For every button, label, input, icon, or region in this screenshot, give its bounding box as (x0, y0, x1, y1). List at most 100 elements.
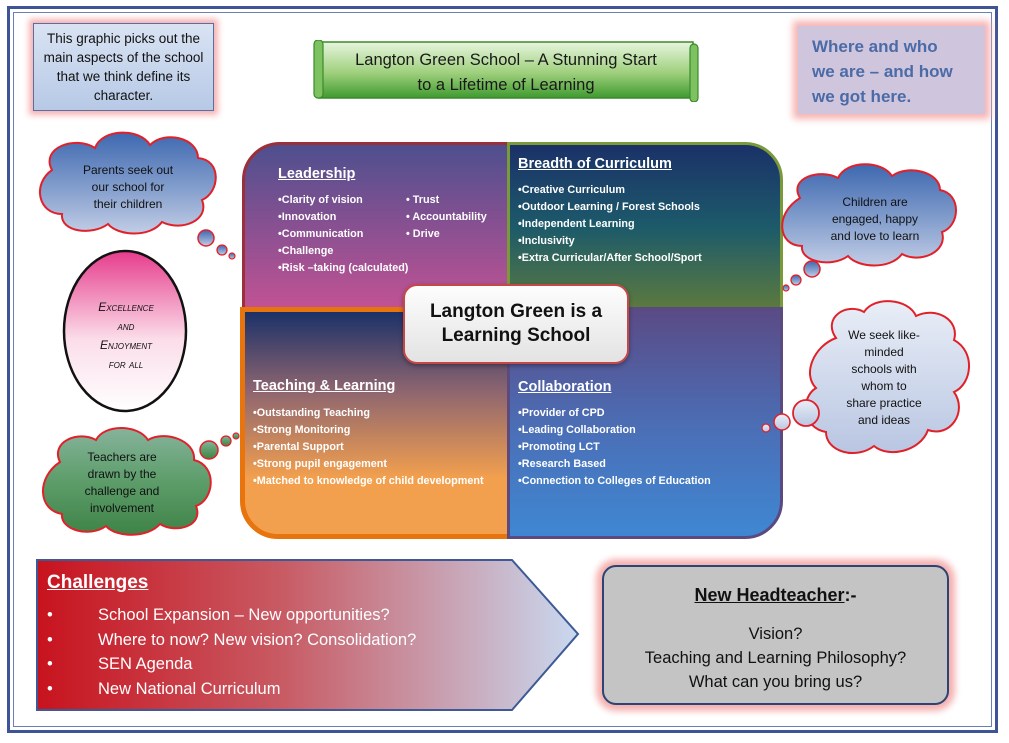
center-line2: Learning School (441, 325, 591, 346)
where-note-line2: we are – and how (812, 62, 953, 81)
collaboration-item: •Promoting LCT (518, 441, 600, 453)
children-cloud-line: engaged, happy (831, 212, 919, 226)
title-line1: Langton Green School – A Stunning Start (355, 51, 657, 69)
motto-line: Enjoyment (99, 338, 152, 352)
leadership-item: •Risk –taking (calculated) (278, 262, 409, 274)
breadth-item: •Extra Curricular/After School/Sport (518, 252, 702, 264)
teachers-cloud-line: drawn by the (87, 467, 157, 481)
leadership-item: •Innovation (278, 211, 337, 223)
challenge-item-text: Where to now? New vision? Consolidation? (98, 630, 417, 649)
center-line1: Langton Green is a (429, 301, 603, 322)
breadth-list: •Creative Curriculum •Outdoor Learning /… (518, 182, 702, 267)
challenge-item-text: New National Curriculum (98, 679, 281, 698)
intro-note-text: This graphic picks out the main aspects … (43, 31, 204, 103)
teachers-cloud-line: challenge and (84, 484, 160, 498)
intro-note: This graphic picks out the main aspects … (33, 23, 214, 111)
parents-cloud (39, 131, 236, 260)
where-note-line3: we got here. (812, 87, 912, 106)
schools-cloud-line: share practice (846, 396, 922, 410)
challenge-item: • Where to now? New vision? Consolidation… (40, 628, 416, 653)
schools-cloud-line: whom to (861, 379, 907, 393)
schools-cloud (761, 300, 970, 455)
schools-cloud-text: We seek like- minded schools with whom t… (828, 327, 940, 429)
parents-cloud-text: Parents seek out our school for their ch… (68, 162, 188, 213)
leadership-item: •Communication (278, 228, 364, 240)
breadth-item: •Outdoor Learning / Forest Schools (518, 201, 700, 213)
teaching-title: Teaching & Learning (253, 378, 396, 394)
teaching-list: •Outstanding Teaching •Strong Monitoring… (253, 405, 484, 490)
challenge-bullet: • (47, 679, 53, 698)
breadth-quadrant: Breadth of Curriculum •Creative Curricul… (507, 142, 783, 312)
collaboration-item: •Research Based (518, 458, 606, 470)
motto-oval (62, 249, 188, 413)
parents-cloud-line: their children (93, 197, 163, 211)
challenge-item: • School Expansion – New opportunities? (40, 603, 416, 628)
parents-cloud-line: Parents seek out (82, 163, 174, 177)
challenge-item-text: SEN Agenda (98, 655, 193, 673)
motto-line: and (117, 319, 135, 333)
challenge-item: • SEN Agenda (40, 652, 416, 677)
headteacher-line: Teaching and Learning Philosophy? (644, 649, 907, 667)
challenge-item: • New National Curriculum (40, 677, 416, 702)
leadership-item: •Challenge (278, 245, 334, 257)
teaching-item: •Strong pupil engagement (253, 458, 387, 470)
headteacher-title: New Headteacher (694, 585, 845, 605)
title-scroll-shape: Langton Green School – A Stunning Start … (313, 39, 699, 103)
schools-cloud-line: and ideas (857, 413, 911, 427)
breadth-item: •Independent Learning (518, 218, 635, 230)
challenges-list: • School Expansion – New opportunities? •… (40, 603, 416, 701)
motto-line: Excellence (98, 300, 154, 314)
leadership-list-2: • Trust • Accountability • Drive (406, 192, 487, 243)
motto-text: Excellence and Enjoyment for all (70, 298, 182, 374)
title-line2: to a Lifetime of Learning (417, 76, 594, 94)
center-box: Langton Green is a Learning School (403, 284, 629, 364)
challenges-arrow (36, 559, 580, 711)
children-cloud-text: Children are engaged, happy and love to … (812, 194, 938, 245)
teachers-cloud-line: involvement (89, 501, 155, 515)
collaboration-item: •Leading Collaboration (518, 424, 636, 436)
teaching-item: •Matched to knowledge of child developme… (253, 475, 484, 487)
challenge-bullet: • (47, 606, 53, 624)
collaboration-list: •Provider of CPD •Leading Collaboration … (518, 405, 711, 490)
leadership-title: Leadership (278, 166, 356, 182)
leadership-list-1: •Clarity of vision •Innovation •Communic… (278, 192, 408, 277)
teachers-cloud (42, 427, 240, 536)
children-cloud-line: Children are (842, 195, 908, 209)
where-note: Where and who we are – and how we got he… (798, 26, 985, 114)
leadership-item: •Clarity of vision (278, 194, 363, 206)
challenge-bullet: • (47, 630, 53, 649)
collaboration-title: Collaboration (518, 379, 612, 395)
challenge-item-text: School Expansion – New opportunities? (98, 606, 390, 624)
headteacher-box: New Headteacher:- Vision? Teaching and L… (602, 565, 949, 705)
teaching-item: •Strong Monitoring (253, 424, 351, 436)
breadth-item: •Inclusivity (518, 235, 575, 247)
collaboration-item: •Connection to Colleges of Education (518, 475, 711, 487)
leadership-item: • Accountability (406, 211, 487, 223)
outer-frame (7, 6, 998, 733)
leadership-item: • Trust (406, 194, 440, 206)
headteacher-title-suffix: :- (844, 585, 857, 605)
children-cloud (781, 163, 957, 292)
parents-cloud-line: our school for (91, 180, 165, 194)
teaching-item: •Outstanding Teaching (253, 407, 370, 419)
collaboration-item: •Provider of CPD (518, 407, 605, 419)
teaching-item: •Parental Support (253, 441, 344, 453)
motto-line: for all (108, 357, 144, 371)
inner-frame (13, 12, 992, 727)
where-note-line1: Where and who (812, 37, 938, 56)
challenge-bullet: • (47, 655, 53, 673)
challenges-title: Challenges (47, 572, 149, 593)
teachers-cloud-text: Teachers are drawn by the challenge and … (66, 449, 178, 517)
headteacher-title-row: New Headteacher:- (604, 585, 947, 606)
children-cloud-line: and love to learn (830, 229, 920, 243)
title-banner: Langton Green School – A Stunning Start … (313, 39, 699, 103)
leadership-item: • Drive (406, 228, 440, 240)
headteacher-line: Vision? (748, 625, 803, 643)
breadth-item: •Creative Curriculum (518, 184, 625, 196)
schools-cloud-line: We seek like- (848, 328, 920, 342)
headteacher-line: What can you bring us? (688, 673, 863, 691)
teachers-cloud-line: Teachers are (87, 450, 157, 464)
schools-cloud-line: schools with (851, 362, 917, 376)
breadth-title: Breadth of Curriculum (518, 156, 672, 172)
